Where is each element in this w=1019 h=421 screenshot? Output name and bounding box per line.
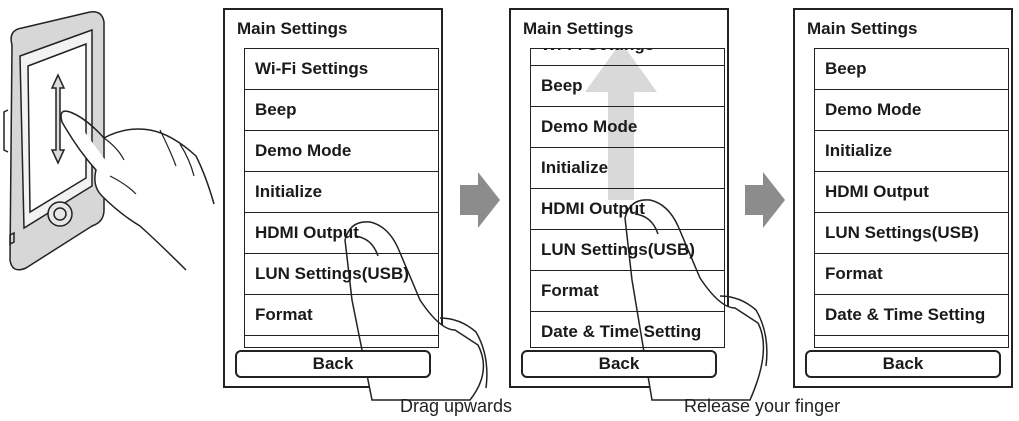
screen-title: Main Settings xyxy=(511,10,727,48)
menu-item-lun-settings[interactable]: LUN Settings(USB) xyxy=(531,230,724,271)
settings-list[interactable]: Beep Demo Mode Initialize HDMI Output LU… xyxy=(814,48,1009,348)
menu-item-lun-settings[interactable]: LUN Settings(USB) xyxy=(815,213,1008,254)
back-button[interactable]: Back xyxy=(235,350,431,378)
menu-item-hdmi-output[interactable]: HDMI Output xyxy=(531,189,724,230)
menu-item-beep[interactable]: Beep xyxy=(531,66,724,107)
menu-item-lun-settings[interactable]: LUN Settings(USB) xyxy=(245,254,438,295)
settings-list[interactable]: Wi-Fi Settings Beep Demo Mode Initialize… xyxy=(530,48,725,348)
camera-device-icon xyxy=(3,10,105,271)
back-button[interactable]: Back xyxy=(805,350,1001,378)
menu-item-format[interactable]: Format xyxy=(245,295,438,336)
caption-drag-upwards: Drag upwards xyxy=(400,396,513,416)
settings-screen-after: Main Settings Beep Demo Mode Initialize … xyxy=(793,8,1013,388)
menu-item-beep[interactable]: Beep xyxy=(245,90,438,131)
menu-item-wifi-settings[interactable]: Wi-Fi Settings xyxy=(245,49,438,90)
screen-title: Main Settings xyxy=(795,10,1011,48)
menu-item-hdmi-output[interactable]: HDMI Output xyxy=(815,172,1008,213)
menu-item-initialize[interactable]: Initialize xyxy=(245,172,438,213)
menu-item-wifi-settings[interactable]: Wi-Fi Settings xyxy=(531,49,724,66)
settings-screen-before: Main Settings Wi-Fi Settings Beep Demo M… xyxy=(223,8,443,388)
settings-screen-dragging: Main Settings Wi-Fi Settings Beep Demo M… xyxy=(509,8,729,388)
caption-release-finger: Release your finger xyxy=(684,396,841,416)
menu-item-date-time-setting[interactable]: Date & Time Setting xyxy=(815,295,1008,336)
menu-item-demo-mode[interactable]: Demo Mode xyxy=(815,90,1008,131)
menu-item-format[interactable]: Format xyxy=(531,271,724,312)
screen-title: Main Settings xyxy=(225,10,441,48)
settings-list[interactable]: Wi-Fi Settings Beep Demo Mode Initialize… xyxy=(244,48,439,348)
menu-item-hdmi-output[interactable]: HDMI Output xyxy=(245,213,438,254)
menu-item-initialize[interactable]: Initialize xyxy=(531,148,724,189)
menu-item-demo-mode[interactable]: Demo Mode xyxy=(245,131,438,172)
hand-swipe-icon xyxy=(60,110,215,271)
menu-item-demo-mode[interactable]: Demo Mode xyxy=(531,107,724,148)
next-step-arrow-icon xyxy=(745,172,785,228)
menu-item-format[interactable]: Format xyxy=(815,254,1008,295)
back-button[interactable]: Back xyxy=(521,350,717,378)
menu-item-beep[interactable]: Beep xyxy=(815,49,1008,90)
menu-item-initialize[interactable]: Initialize xyxy=(815,131,1008,172)
menu-item-date-time-setting[interactable]: Date & Time Setting xyxy=(531,312,724,347)
scroll-up-arrow-icon xyxy=(585,42,657,200)
next-step-arrow-icon xyxy=(460,172,500,228)
